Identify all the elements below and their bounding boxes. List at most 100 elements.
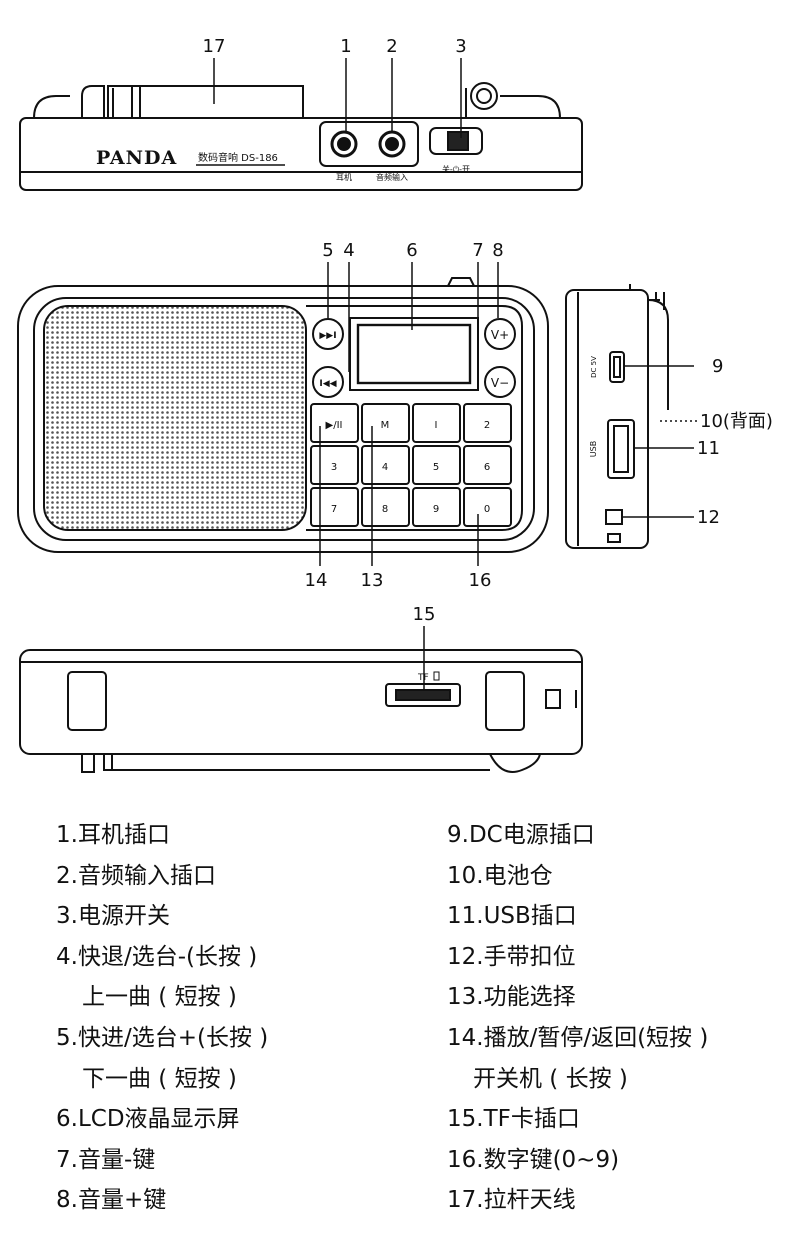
callout-12: 12 [697,507,720,528]
vol-up-button[interactable] [484,318,516,350]
key-label-1: I [435,420,438,431]
legend-right-column: 9.DC电源插口 10.电池仓 11.USB插口 12.手带扣位 13.功能选择 14.播… [447,815,708,1221]
callout-11: 11 [697,438,720,459]
callout-10: 10(背面) [700,411,773,432]
digit-key-9[interactable] [412,487,461,527]
legend-left-column: 1.耳机插口 2.音频输入插口 3.电源开关 4.快退/选台-(长按 ) 上一曲 ( 短… [56,815,268,1221]
digit-key-1[interactable] [412,403,461,443]
digit-key-3[interactable] [310,445,359,485]
legend-item: 3.电源开关 [56,903,170,930]
tf-card-slot[interactable] [385,683,461,707]
prev-button[interactable] [312,366,344,398]
legend-item: 5.快进/选台+(长按 ) [56,1024,269,1051]
digit-key-6[interactable] [463,445,512,485]
callout-17: 17 [203,36,226,57]
brand-logo: PANDA [96,147,177,169]
key-label-0: 0 [484,504,490,515]
legend-item: 10.电池仓 [447,862,553,889]
audio-input-label: 音频输入 [376,172,408,182]
lcd-screen [356,323,472,385]
legend-item: 8.音量+键 [56,1187,167,1214]
legend-item: 11.USB插口 [447,903,577,930]
legend-item: 14.播放/暂停/返回(短按 ) [447,1024,709,1051]
callout-8: 8 [492,240,503,261]
digit-key-2[interactable] [463,403,512,443]
legend-item: 上一曲 ( 短按 ) [82,984,237,1011]
device-diagram: PANDA 数码音响 DS-186 耳机 音频输入 关-⏻-开 ▶▶I I◀◀ … [17,36,773,773]
speaker-grille [43,305,307,531]
digit-key-5[interactable] [412,445,461,485]
dc-label: DC 5V [590,356,598,378]
tf-label: TF [417,673,429,683]
usb-port[interactable] [607,419,635,479]
prev-button-label: I◀◀ [319,379,336,389]
legend-item: 12.手带扣位 [447,943,576,970]
key-label-6: 6 [484,462,490,473]
vol-down-label: V− [491,376,509,390]
earphone-jack [330,130,358,158]
legend-item: 下一曲 ( 短按 ) [82,1065,237,1092]
usb-label: USB [589,441,598,457]
callout-1: 1 [340,36,351,57]
next-button[interactable] [312,318,344,350]
bottom-view [19,649,583,773]
key-label-4: 4 [382,462,388,473]
callout-4: 4 [343,240,354,261]
legend-item: 13.功能选择 [447,984,576,1011]
key-label-8: 8 [382,504,388,515]
keypad [310,403,512,527]
callout-16: 16 [469,570,492,591]
legend-item: 7.音量-键 [56,1146,156,1173]
menu-key[interactable] [361,403,410,443]
key-label-2: 2 [484,420,490,431]
legend-item: 4.快退/选台-(长按 ) [56,943,258,970]
callout-7: 7 [472,240,483,261]
strap-slot [605,509,623,525]
legend-item: 1.耳机插口 [56,822,170,848]
top-view [19,82,583,191]
power-switch-label: 关-⏻-开 [442,164,470,174]
side-view [565,284,669,549]
foot-right [485,671,525,731]
legend-item: 17.拉杆天线 [447,1187,576,1214]
vol-up-label: V+ [491,328,509,342]
digit-key-0[interactable] [463,487,512,527]
play-pause-key[interactable] [310,403,359,443]
front-view [17,277,549,553]
legend-item: 开关机 ( 长按 ) [473,1065,628,1092]
legend-item: 6.LCD液晶显示屏 [56,1106,240,1133]
next-button-label: ▶▶I [319,331,336,341]
callout-3: 3 [455,36,466,57]
digit-key-8[interactable] [361,487,410,527]
model-text: 数码音响 DS-186 [198,151,278,164]
legend-item: 16.数字键(0~9) [447,1146,620,1173]
power-switch-housing [429,127,483,155]
leader-lines [213,58,698,690]
key-label-7: 7 [331,504,337,515]
foot-left [67,671,107,731]
key-label-5: 5 [433,462,439,473]
antenna-tip-loop [465,82,498,118]
callout-13: 13 [361,570,384,591]
callout-5: 5 [322,240,333,261]
key-label-9: 9 [433,504,439,515]
lcd-frame [349,317,479,391]
digit-key-4[interactable] [361,445,410,485]
vol-down-button[interactable] [484,366,516,398]
callout-9: 9 [712,356,723,377]
dc-port[interactable] [609,351,625,383]
earphone-label: 耳机 [336,172,352,182]
key-label-3: 3 [331,462,337,473]
jack-panel [319,121,419,167]
callout-15: 15 [413,604,436,625]
legend-item: 2.音频输入插口 [56,862,216,889]
menu-key-label: M [381,420,390,431]
callout-14: 14 [305,570,328,591]
callout-6: 6 [406,240,417,261]
callout-2: 2 [386,36,397,57]
legend-item: 15.TF卡插口 [447,1106,580,1133]
legend-item: 9.DC电源插口 [447,822,595,848]
digit-key-7[interactable] [310,487,359,527]
power-switch[interactable] [447,131,469,151]
antenna [81,85,304,119]
